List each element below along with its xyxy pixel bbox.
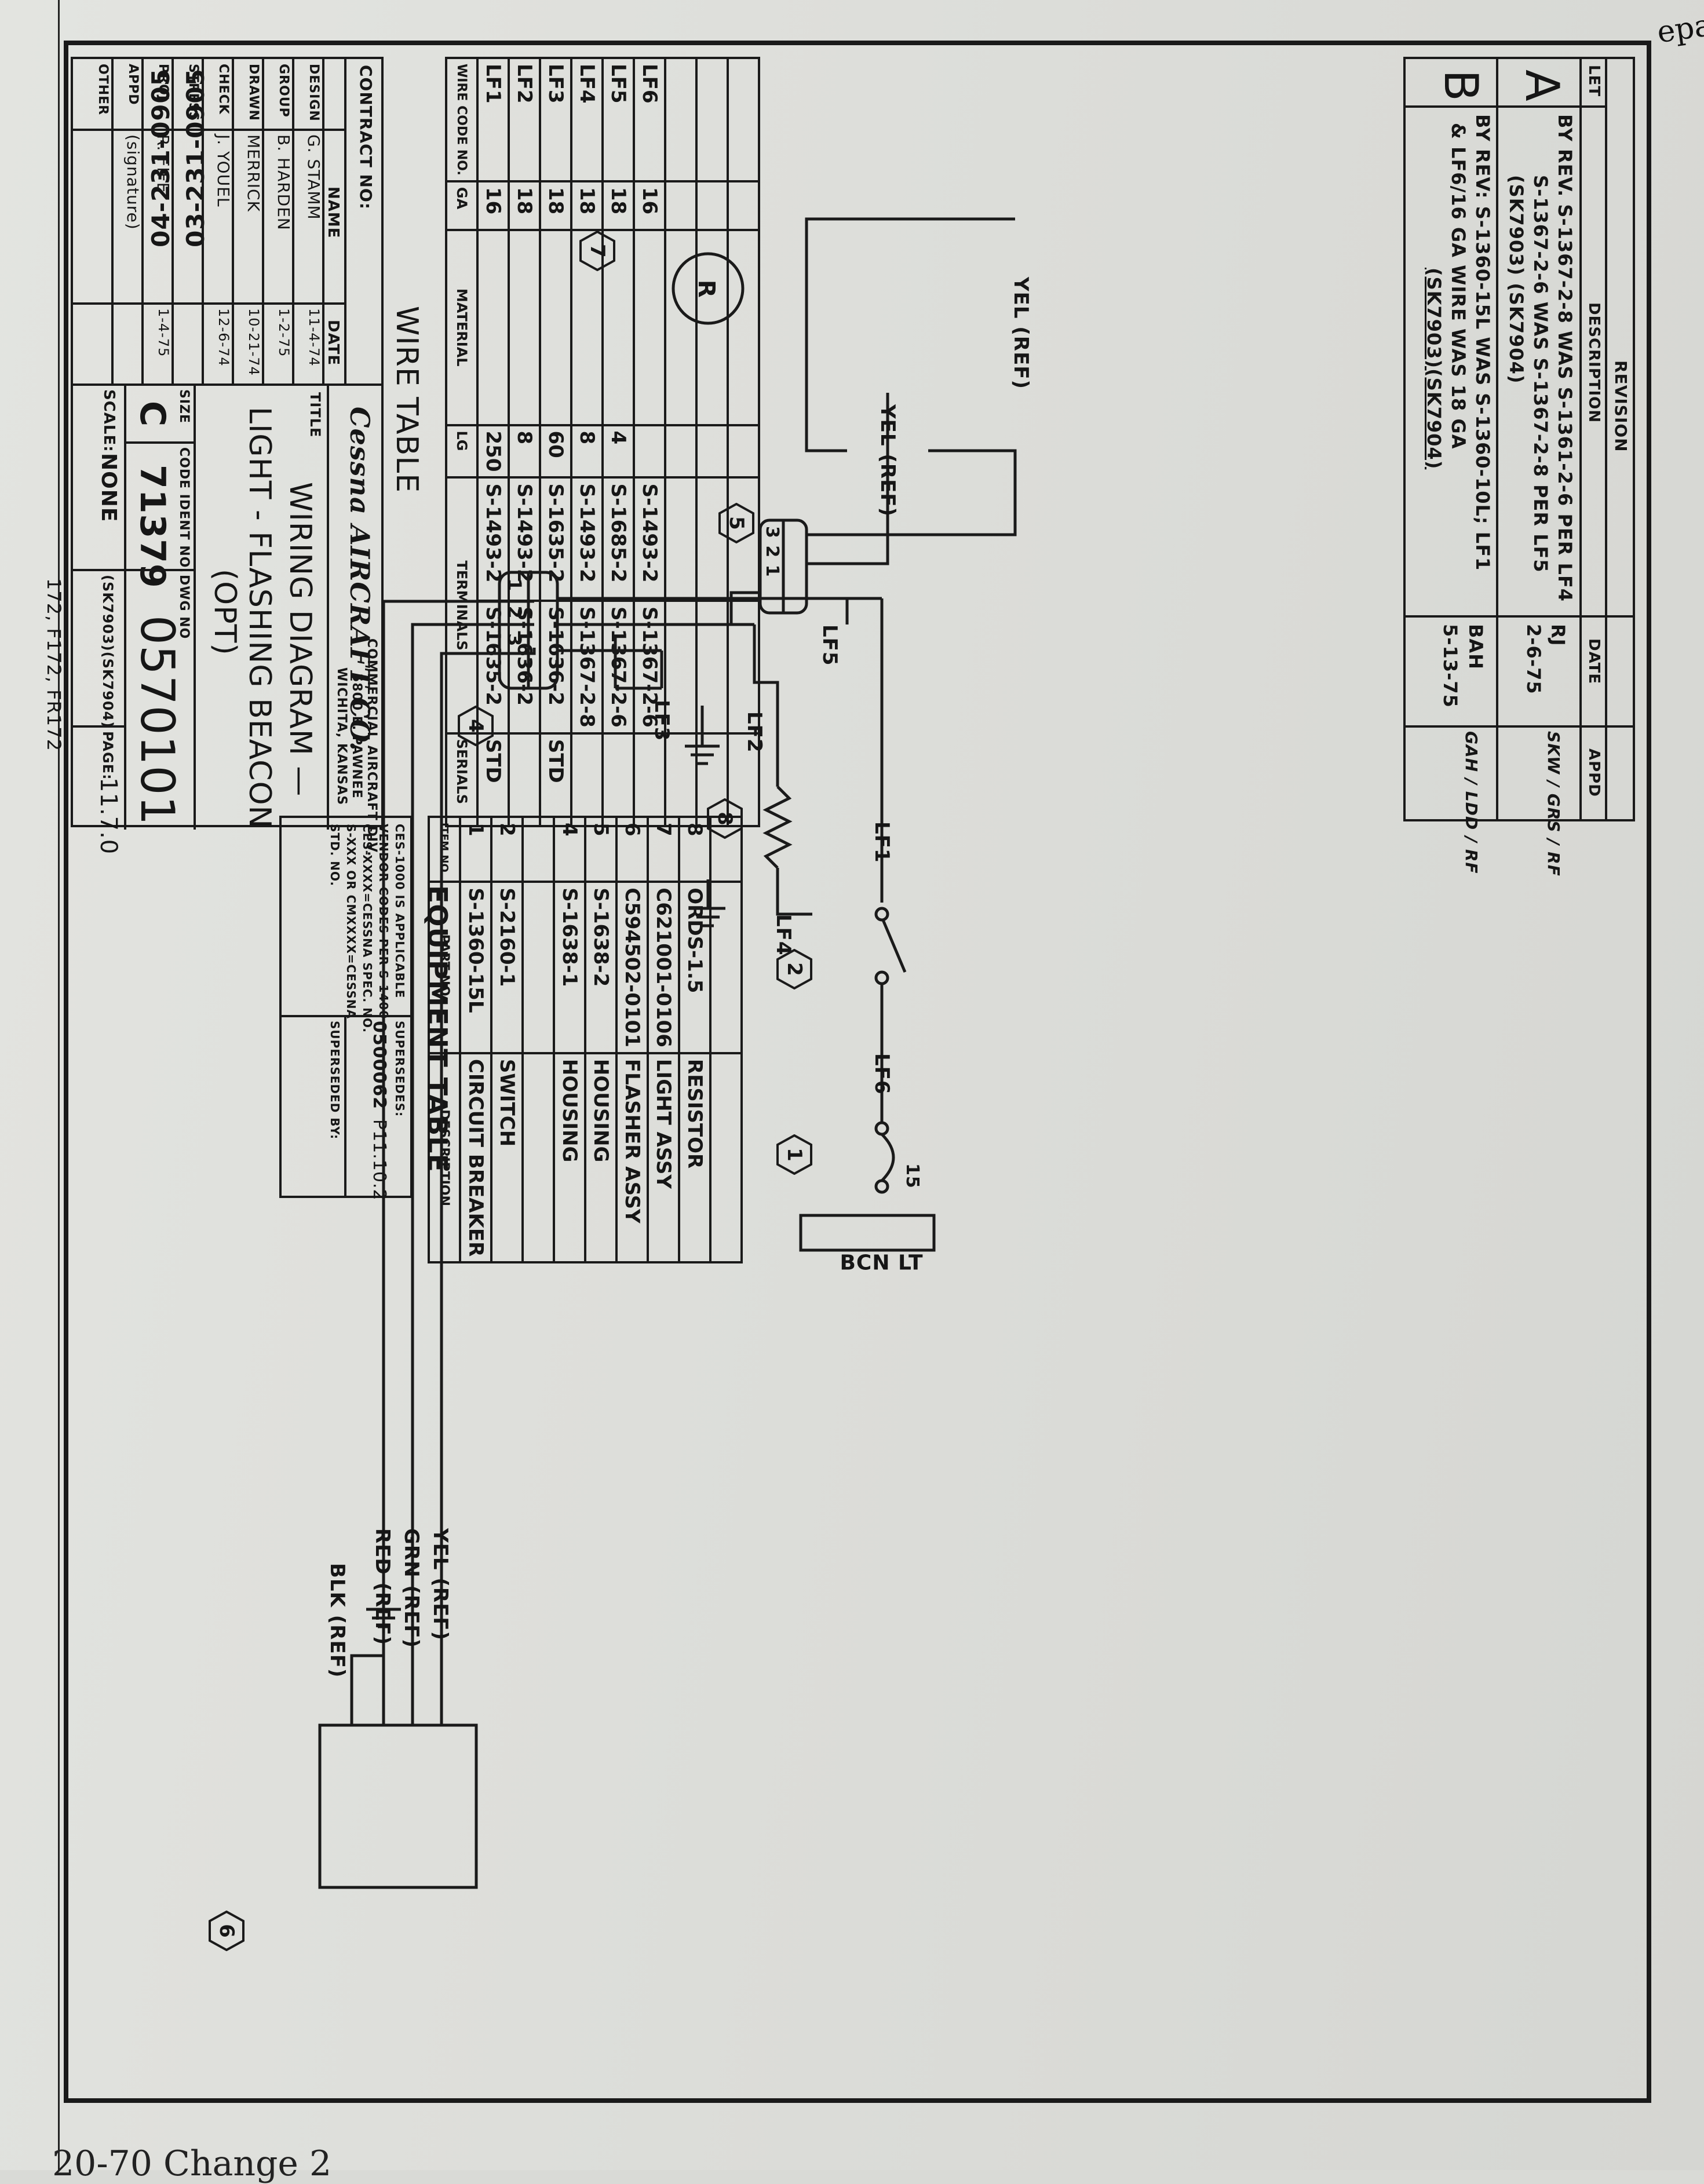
wire-label-lf6: LF6 [870,1053,893,1095]
wire-label-blk: BLK (REF) [326,1563,349,1678]
housing-4-pins: 1 2 3 [503,578,526,647]
item-tag-8: 8 [707,798,743,839]
wire-label-lf1: LF1 [870,821,893,863]
item-tag-2: 2 [776,949,812,989]
page-edge [58,0,60,2170]
item-tag-4: 4 [458,706,494,746]
item-tag-6: 6 [209,1911,245,1951]
page-footer: 20-70 Change 2 [52,2143,332,2184]
lamp-r [672,252,745,325]
wiring-schematic [318,217,1017,1889]
bus-label: BCN LT [840,1251,924,1275]
wire-label-yel-r: YEL (REF) [876,404,899,517]
lamp-label: R [693,280,720,298]
wire-label-grn: GRN (REF) [400,1528,423,1649]
item-tag-1: 1 [776,1134,812,1175]
wire-label-red: RED (REF) [371,1528,394,1646]
drawing-sheet-wrapper: 03-231-0905 04-231-0905 REVISION LET DES… [43,41,1703,2103]
wire-label-lf3: LF3 [650,700,673,742]
drawing-sheet: 03-231-0905 04-231-0905 REVISION LET DES… [43,41,1651,2103]
wire-label-yel: YEL (REF) [429,1528,452,1641]
wire-label-lf5: LF5 [818,624,841,666]
item-tag-7: 7 [579,231,615,271]
flasher-box [318,1723,478,1889]
breaker-rating: 15 [902,1163,922,1189]
wire-label-lf2: LF2 [743,711,766,753]
wire-label-yel-top: YEL (REF) [1009,277,1032,390]
housing-5-pins: 3 2 1 [762,526,782,578]
resistor-zigzag [762,786,793,869]
item-tag-5: 5 [718,503,754,543]
